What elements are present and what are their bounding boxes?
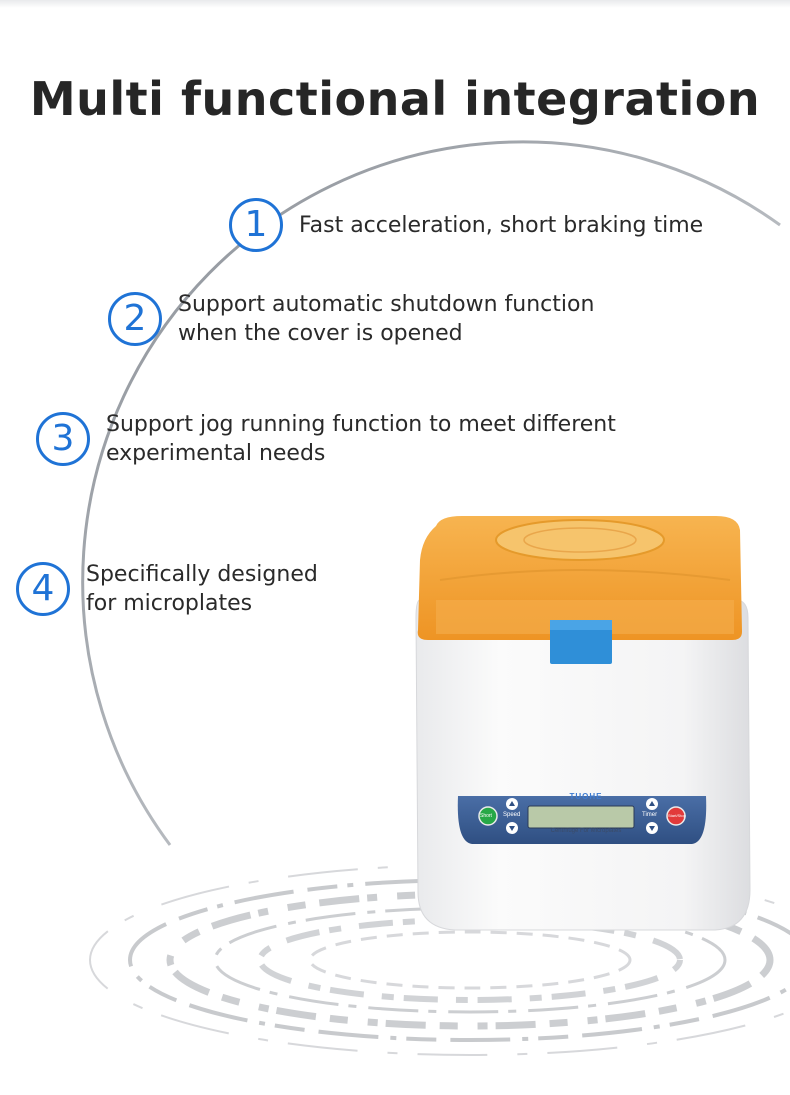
feature-1-line-1: Fast acceleration, short braking time bbox=[299, 212, 704, 238]
speed-label: Speed bbox=[503, 812, 521, 818]
number-badge-3: 3 bbox=[36, 412, 90, 466]
start-stop-button-label: Start/Stop bbox=[668, 813, 686, 818]
number-badge-1: 1 bbox=[229, 198, 283, 252]
feature-text-2: Support automatic shutdown function when… bbox=[178, 290, 594, 348]
feature-text-1: Fast acceleration, short braking time bbox=[299, 211, 703, 240]
feature-item-1: 1 Fast acceleration, short braking time bbox=[229, 198, 703, 252]
device-brand: TUOHE bbox=[569, 792, 603, 801]
feature-text-4: Specifically designed for microplates bbox=[86, 560, 318, 618]
feature-4-line-2: for microplates bbox=[86, 591, 253, 616]
feature-4-line-1: Specifically designed bbox=[86, 562, 318, 587]
top-divider bbox=[0, 0, 790, 8]
timer-label: Timer bbox=[642, 812, 658, 818]
feature-2-line-1: Support automatic shutdown function bbox=[178, 292, 595, 317]
feature-item-2: 2 Support automatic shutdown function wh… bbox=[108, 290, 594, 348]
number-badge-2: 2 bbox=[108, 292, 162, 346]
feature-3-line-2: experimental needs bbox=[106, 441, 326, 466]
number-badge-4: 4 bbox=[16, 562, 70, 616]
feature-2-line-2: when the cover is opened bbox=[178, 321, 463, 346]
feature-text-3: Support jog running function to meet dif… bbox=[106, 410, 616, 468]
page-title: Multi functional integration bbox=[29, 72, 761, 126]
feature-3-line-1: Support jog running function to meet dif… bbox=[106, 412, 616, 437]
feature-item-3: 3 Support jog running function to meet d… bbox=[36, 410, 616, 468]
short-button-label: Short bbox=[480, 813, 492, 819]
feature-item-4: 4 Specifically designed for microplates bbox=[16, 560, 318, 618]
device-subtitle: Centrifuge For Microplates bbox=[550, 828, 622, 834]
